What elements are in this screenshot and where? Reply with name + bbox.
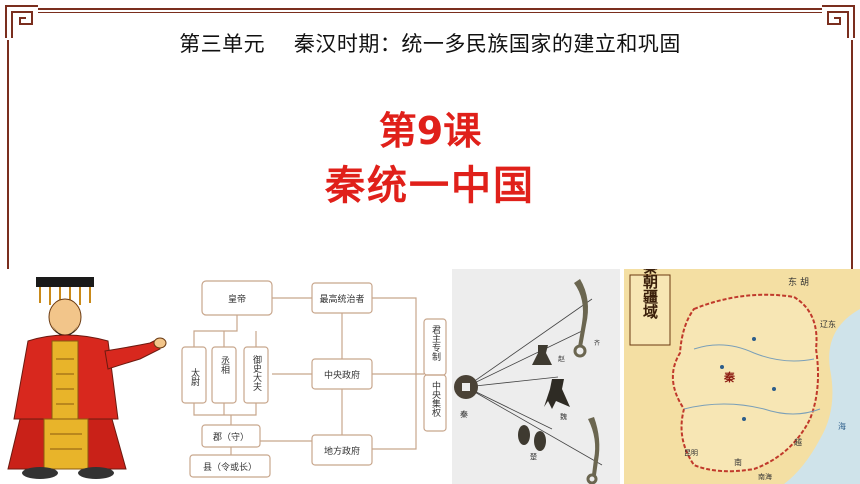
spade-coin-icon bbox=[532, 345, 552, 365]
knife-coin-icon bbox=[574, 279, 588, 347]
map-label-nan: 南 bbox=[734, 457, 742, 467]
map-canvas: 秦朝疆域 秦 东 胡 辽东 南 海 越 昆明 南海 bbox=[624, 269, 860, 484]
diagram-supreme-ruler-label: 最高统治者 bbox=[319, 293, 364, 305]
map-label-nanhai: 南海 bbox=[758, 472, 772, 481]
diagram-centralization-label: 中央集权 bbox=[430, 380, 441, 418]
qin-territory-area bbox=[672, 293, 819, 473]
map-qin-label: 秦 bbox=[723, 370, 736, 384]
frame-border-right bbox=[851, 40, 853, 274]
ancient-coins-image: 秦 赵 魏 楚 齐 bbox=[452, 269, 620, 484]
lesson-title: 第9课 bbox=[378, 109, 482, 153]
frame-border-top bbox=[38, 8, 822, 10]
diagram-local-gov-label: 地方政府 bbox=[324, 445, 360, 457]
coin-wei-label: 魏 bbox=[560, 412, 567, 421]
coin-qi-label: 齐 bbox=[594, 339, 600, 347]
map-label-east: 东 bbox=[788, 276, 797, 288]
qin-territory-map: 秦朝疆域 秦 东 胡 辽东 南 海 越 昆明 南海 bbox=[624, 269, 860, 484]
diagram-yushi-label: 御史大夫 bbox=[251, 354, 262, 392]
unit-title: 第三单元 秦汉时期：统一多民族国家的建立和巩固 bbox=[179, 32, 681, 56]
coin-qin-label: 秦 bbox=[460, 409, 468, 419]
main-title: 秦统一中国 bbox=[325, 163, 535, 209]
map-label-sea: 海 bbox=[838, 421, 846, 431]
emperor-figure-icon bbox=[7, 277, 167, 479]
coins-canvas: 秦 赵 魏 楚 齐 bbox=[454, 279, 603, 484]
map-label-kunming: 昆明 bbox=[684, 449, 698, 457]
frame-border-left bbox=[7, 40, 9, 274]
spade-coin-icon bbox=[544, 379, 570, 409]
map-label-yue: 越 bbox=[794, 437, 802, 447]
corner-ornament-icon bbox=[822, 5, 855, 38]
knife-coin-icon bbox=[588, 417, 600, 475]
political-system-diagram: 皇帝 最高统治者 中央政府 地方政府 太尉 丞相 御史大夫 郡（守） 县（令或长… bbox=[176, 269, 458, 484]
sea-area bbox=[784, 309, 860, 484]
coin-chu-label: 楚 bbox=[530, 452, 537, 461]
coin-zhao-label: 赵 bbox=[558, 354, 565, 363]
map-label-hu: 胡 bbox=[800, 276, 809, 288]
diagram-emperor-label: 皇帝 bbox=[228, 293, 246, 305]
diagram-autocracy-label: 君主专制 bbox=[430, 325, 441, 361]
map-title: 秦朝疆域 bbox=[641, 269, 659, 320]
ant-nose-coin-icon bbox=[518, 425, 530, 445]
diagram-central-gov-label: 中央政府 bbox=[324, 369, 360, 381]
diagram-canvas: 皇帝 最高统治者 中央政府 地方政府 太尉 丞相 御史大夫 郡（守） 县（令或长… bbox=[181, 280, 447, 478]
diagram-taiwei-label: 太尉 bbox=[189, 367, 200, 386]
corner-ornament-icon bbox=[5, 5, 38, 38]
diagram-chengxiang-label: 丞相 bbox=[219, 356, 230, 375]
frame-border-top-inner bbox=[38, 12, 822, 13]
emperor-portrait-image bbox=[0, 269, 180, 484]
diagram-jun-label: 郡（守） bbox=[213, 431, 249, 443]
diagram-xian-label: 县（令或长） bbox=[203, 461, 257, 473]
map-label-liaodong: 辽东 bbox=[820, 319, 836, 329]
